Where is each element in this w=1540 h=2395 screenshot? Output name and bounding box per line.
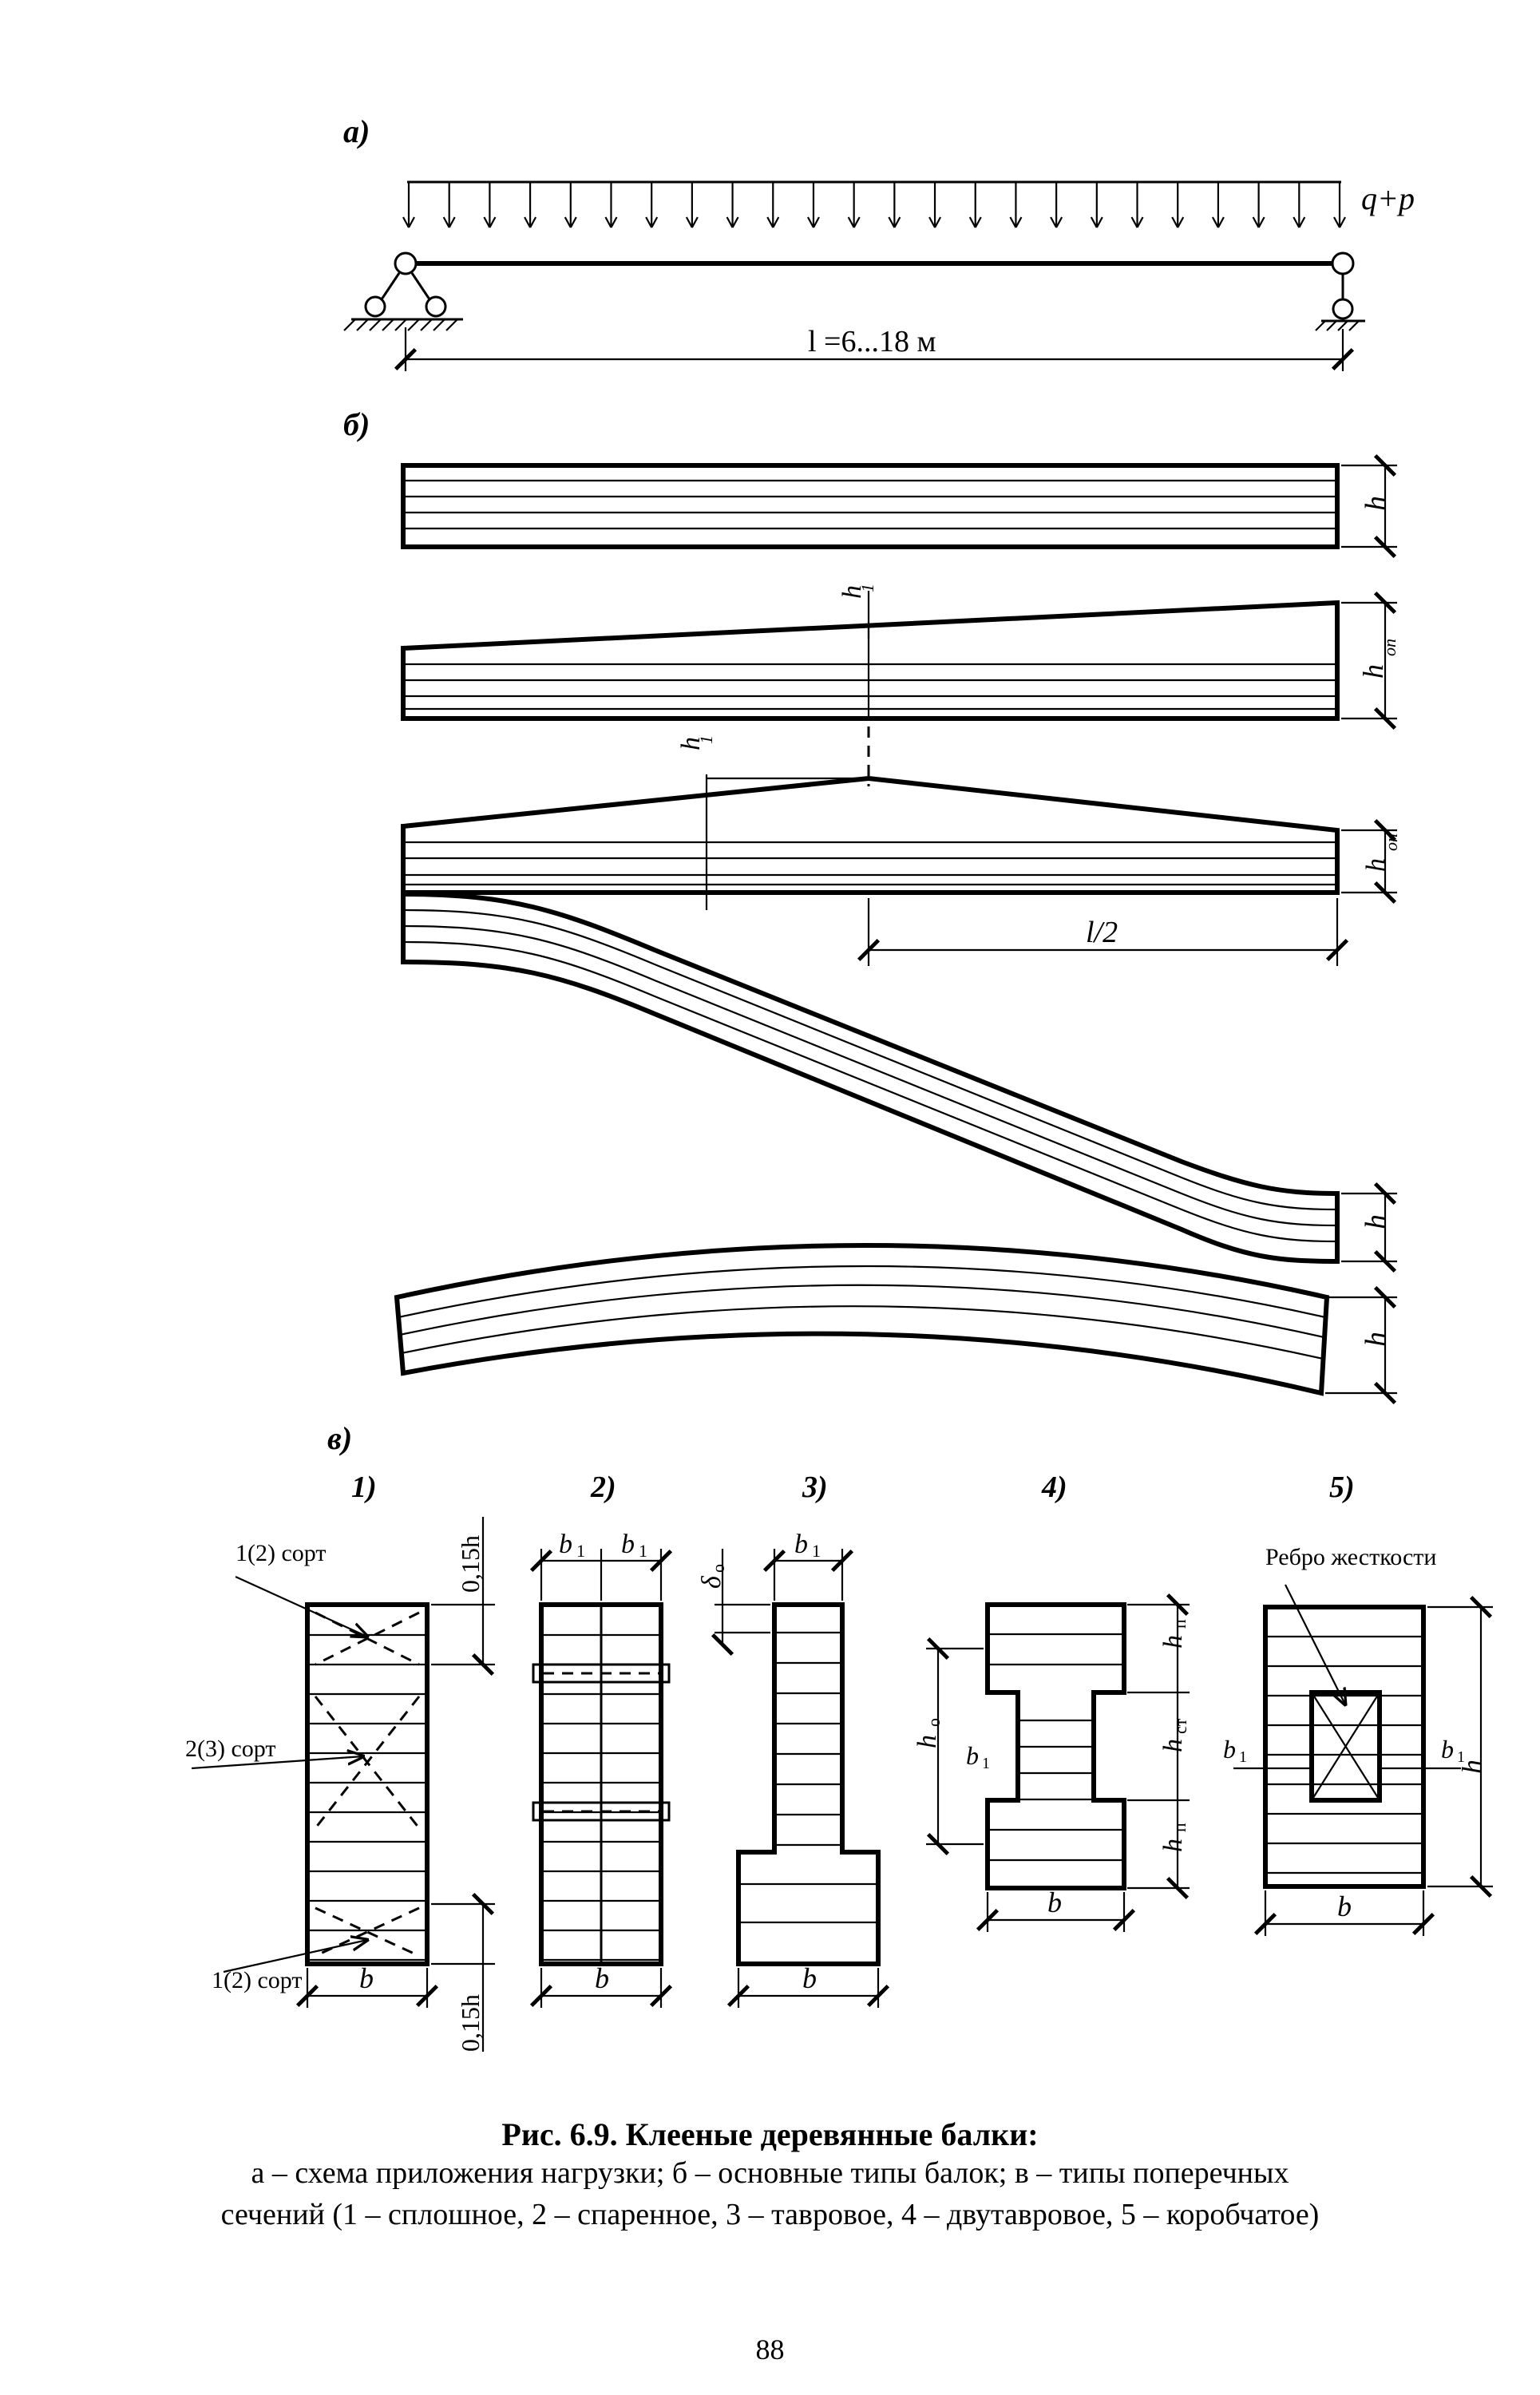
section2-b1-left-sub: 1 [576,1541,585,1561]
grade-mid-label: 2(3) сорт [185,1736,276,1762]
section5-b1-right: b [1441,1735,1454,1764]
rib-label: Ребро жесткости [1265,1544,1436,1570]
section3-b1-sub: 1 [812,1541,821,1561]
beam2-h1: h [837,585,867,599]
beam2-h1-sub: 1 [857,584,877,592]
section-solid: 1(2) сорт 2(3) сорт 1(2) сорт 0,15h 0,15… [185,1517,495,2052]
section4-hn-top-sub: п [1170,1619,1190,1629]
beam-curved-s: h [401,891,1397,1273]
section2-b: b [595,1962,609,1994]
section5-b1-right-sub: 1 [1457,1748,1465,1766]
load-label: q+p [1361,180,1415,216]
figure-drawing: а) q+p l =6...18 м [185,113,1493,2052]
section2-b1-right-sub: 1 [639,1541,647,1561]
section2-b1-right: b [621,1530,635,1559]
section4-hst: h [1158,1739,1188,1752]
section5-b: b [1337,1890,1352,1922]
section-4-number: 4) [1041,1471,1067,1504]
beam2-hop-sub: оп [1380,639,1399,656]
section4-hst-sub: ст [1170,1718,1190,1734]
panel-v-label: в) [327,1420,352,1456]
panel-b-label: б) [343,406,370,442]
beam4-h: h [1360,1214,1393,1229]
panel-v-cross-sections: в) 1) 2) 3) 4) 5) 1(2) сорт 2(3) сорт 1(… [185,1420,1493,2052]
beam1-h: h [1360,496,1393,511]
figure-caption-line1: а – схема приложения нагрузки; б – основ… [251,2156,1289,2190]
section4-ho-sub: о [924,1718,944,1727]
figure-caption-title: Рис. 6.9. Клееные деревянные балки: [501,2116,1039,2152]
beam3-h1: h [676,737,706,750]
section5-h: h [1456,1760,1488,1774]
figure-caption-line2: сечений (1 – сплошное, 2 – спаренное, 3 … [220,2198,1320,2231]
beam-single-slope: h 1 h оп [401,584,1399,786]
pinned-support [343,251,463,331]
beam-straight: h [401,453,1397,559]
roller-support [1315,251,1365,331]
section-5-number: 5) [1329,1471,1355,1504]
section3-b1: b [794,1530,808,1559]
section4-b: b [1047,1886,1062,1918]
section4-b1: b [966,1741,979,1770]
section3-delta: δ [697,1575,726,1589]
section4-hn-bottom: h [1158,1839,1188,1852]
span-label: l =6...18 м [808,325,936,358]
section-2-number: 2) [590,1471,616,1504]
beam-double-slope: h 1 h оп l/2 [401,735,1401,966]
beam5-h: h [1360,1332,1393,1347]
section-box: Ребро жесткости h b 1 b 1 b [1223,1544,1493,1936]
section5-b1-left: b [1223,1735,1236,1764]
section-i-beam: h п h ст h п h о b 1 b [913,1593,1190,1932]
page-number: 88 [755,2334,785,2365]
section-tee: b 1 δ o b [697,1530,890,2008]
section3-delta-sub: o [708,1564,728,1573]
distributed-load-arrows [402,182,1346,228]
half-span-label: l/2 [1086,916,1118,949]
section4-hn-bottom-sub: п [1170,1823,1190,1832]
section4-hn-top: h [1158,1635,1188,1649]
section3-b: b [802,1962,817,1994]
grade-bottom-label: 1(2) сорт [212,1967,303,1993]
panel-a-label: а) [343,113,370,149]
section4-ho: h [913,1735,942,1748]
beam3-h1-sub: 1 [696,735,716,744]
section4-b1-sub: 1 [982,1755,990,1772]
beam2-hop: h [1357,664,1389,679]
section-1-number: 1) [351,1471,377,1504]
section-3-number: 3) [802,1471,828,1504]
grade-top-label: 1(2) сорт [236,1540,327,1566]
section-twin: b 1 b 1 b [529,1530,673,2008]
beam-arched: h [394,1243,1397,1405]
dim-015h-bottom: 0,15h [456,1994,485,2052]
panel-a-load-scheme: а) q+p l =6...18 м [343,113,1415,371]
section2-b1-left: b [559,1530,572,1559]
panel-b-beam-types: б) h h 1 h оп [343,406,1401,1405]
section5-b1-left-sub: 1 [1239,1748,1247,1766]
beam3-hop: h [1361,858,1391,872]
dim-015h-top: 0,15h [456,1535,485,1593]
section1-b: b [359,1962,374,1994]
beam3-hop-sub: оп [1381,833,1401,851]
